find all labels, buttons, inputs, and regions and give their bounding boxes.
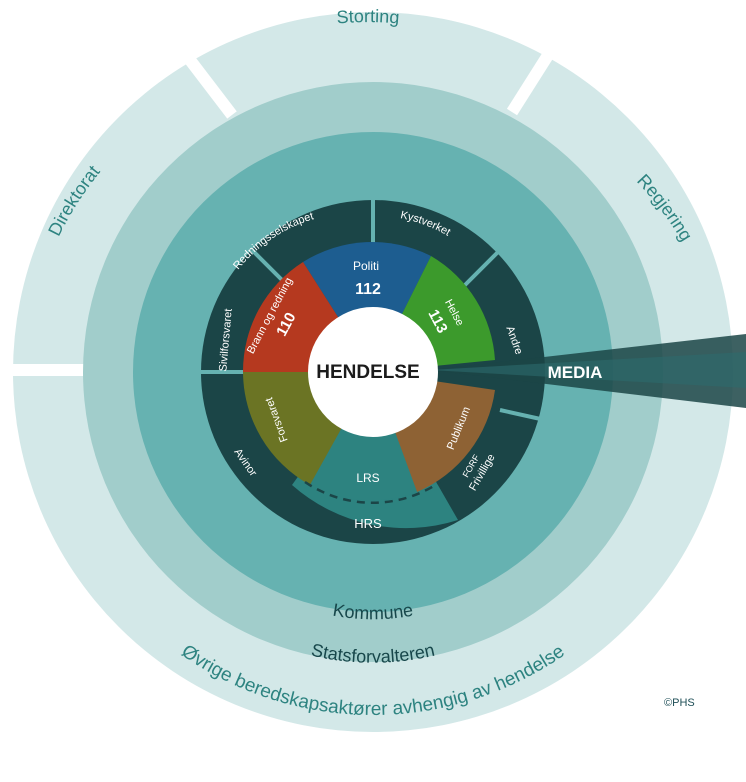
- politi-sector: [303, 241, 431, 372]
- kommune-label: Kommune: [332, 600, 415, 624]
- hrs-label: HRS: [354, 516, 382, 531]
- center-label: HENDELSE: [316, 362, 419, 383]
- lrs-hrs-divider: [304, 480, 441, 505]
- media-label: MEDIA: [548, 363, 603, 382]
- partners-dividers: [201, 200, 546, 422]
- copyright-credit: ©PHS: [664, 697, 695, 709]
- center-circle: [308, 307, 438, 437]
- sivilforsvaret-label: Sivilforsvaret: [217, 308, 234, 372]
- media-beam-inner: [430, 352, 746, 388]
- storting-label: Storting: [336, 6, 400, 27]
- politi-label: Politi: [353, 259, 379, 273]
- lrs-label: LRS: [356, 471, 379, 485]
- politi-number: 112: [355, 281, 381, 298]
